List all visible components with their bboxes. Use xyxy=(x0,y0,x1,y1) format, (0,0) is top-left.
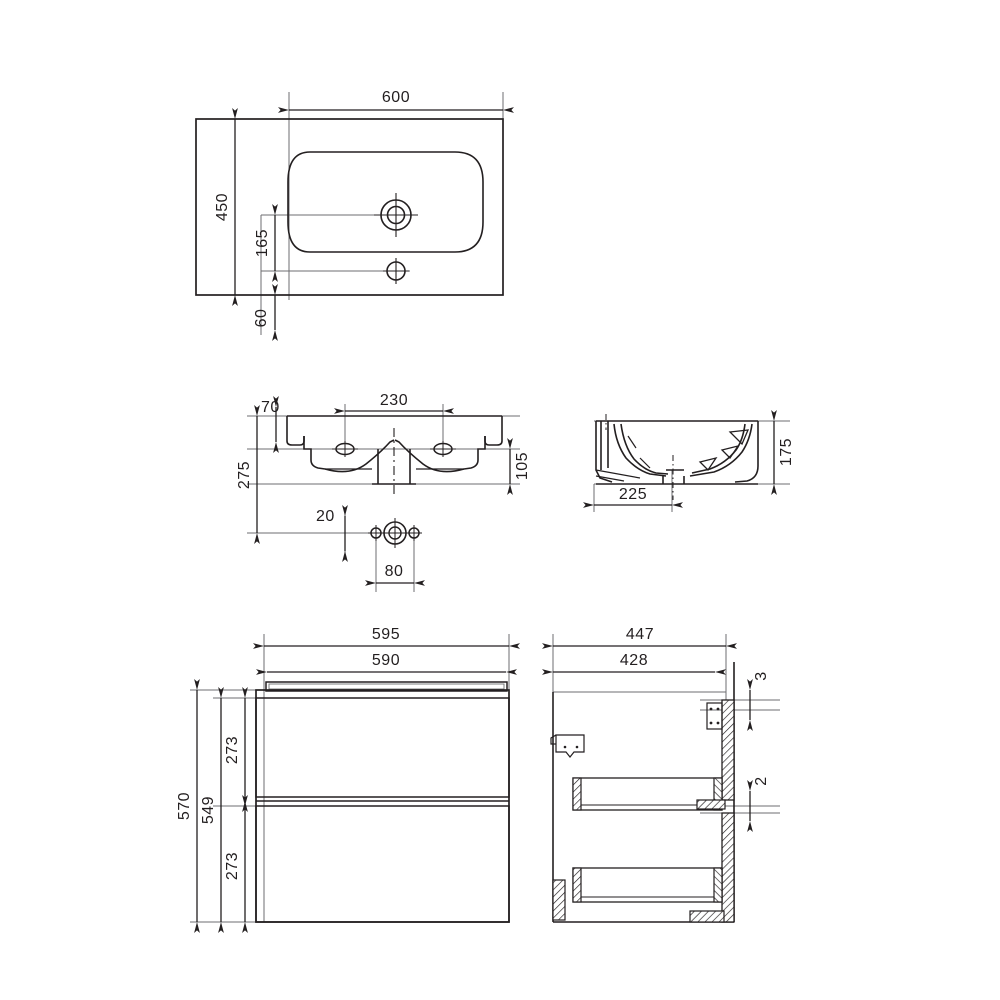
dimension-273-lower: 273 xyxy=(224,795,248,933)
dimension-3-label: 3 xyxy=(753,671,770,680)
dimension-70: 70 xyxy=(261,396,280,453)
front-panel-lower xyxy=(721,812,735,923)
dimension-230: 230 xyxy=(334,392,454,414)
dimension-165-label: 165 xyxy=(254,229,271,257)
drawer-box-lower xyxy=(572,867,723,903)
dimension-2: 2 xyxy=(747,776,770,832)
basin-outline-top xyxy=(195,118,504,296)
basin-front-profile xyxy=(286,415,503,485)
dimension-570-label: 570 xyxy=(176,792,193,820)
dimension-549: 549 xyxy=(200,687,224,933)
basin-bowl-outline xyxy=(287,151,484,253)
dimension-273-upper: 273 xyxy=(224,687,248,812)
dimension-273-upper-label: 273 xyxy=(224,736,241,764)
dimension-447: 447 xyxy=(542,626,737,649)
tap-hole-top xyxy=(374,193,418,237)
dimension-600: 600 xyxy=(278,89,514,113)
front-panel-upper xyxy=(721,699,735,801)
dimension-175: 175 xyxy=(771,410,795,495)
wall-hanger-icon xyxy=(550,734,585,758)
dimension-447-label: 447 xyxy=(626,626,654,643)
dimension-3: 3 xyxy=(747,671,770,731)
dimension-70-label: 70 xyxy=(261,399,280,416)
view-basin-top: 600 450 165 60 xyxy=(195,89,514,341)
dimension-165: 165 xyxy=(254,204,278,282)
rear-foot xyxy=(552,879,566,921)
view-cabinet-side-section: 447 428 3 2 xyxy=(542,626,780,923)
dimension-595-label: 595 xyxy=(372,626,400,643)
dimension-275: 275 xyxy=(236,405,260,544)
dimension-428-label: 428 xyxy=(620,652,648,669)
view-cabinet-front: 595 590 570 549 273 273 xyxy=(176,626,520,933)
fixing-hole-right xyxy=(406,525,422,541)
drawer-box-upper xyxy=(572,777,723,811)
dimension-549-label: 549 xyxy=(200,796,217,824)
dimension-105: 105 xyxy=(507,438,531,495)
drawer-front-lower xyxy=(255,805,510,923)
dimension-105-label: 105 xyxy=(514,452,531,480)
dimension-275-label: 275 xyxy=(236,461,253,489)
dimension-230-label: 230 xyxy=(380,392,408,409)
cabinet-top-strip xyxy=(265,681,508,692)
dimension-273-lower-label: 273 xyxy=(224,852,241,880)
bracket-hole-right xyxy=(430,441,456,457)
dimension-20: 20 xyxy=(316,505,348,562)
basin-section-outline xyxy=(595,420,759,485)
overflow-hole-top xyxy=(383,258,409,284)
dimension-590: 590 xyxy=(256,652,517,675)
dimension-595: 595 xyxy=(253,626,520,649)
front-plinth xyxy=(689,910,725,923)
dimension-450: 450 xyxy=(214,108,238,306)
dimension-450-label: 450 xyxy=(214,193,231,221)
drawer-front-upper xyxy=(255,697,510,798)
dimension-175-label: 175 xyxy=(778,438,795,466)
dimension-590-label: 590 xyxy=(372,652,400,669)
dimension-2-label: 2 xyxy=(753,776,770,785)
dimension-570: 570 xyxy=(176,679,200,933)
dimension-600-label: 600 xyxy=(382,89,410,106)
dimension-60: 60 xyxy=(253,284,278,341)
dimension-428: 428 xyxy=(542,652,726,675)
dimension-80: 80 xyxy=(365,563,425,586)
view-basin-side-section: 175 225 xyxy=(583,410,795,512)
dimension-60-label: 60 xyxy=(253,309,270,328)
mid-rail xyxy=(696,799,726,810)
dimension-225: 225 xyxy=(583,486,683,508)
section-centre-lines xyxy=(605,414,674,500)
view-basin-front: 70 230 275 105 20 80 xyxy=(236,392,531,592)
dimension-20-label: 20 xyxy=(316,508,335,525)
wall-bracket-icon xyxy=(706,702,723,730)
dimension-225-label: 225 xyxy=(619,486,647,503)
bracket-hole-left xyxy=(332,441,358,457)
dimension-80-label: 80 xyxy=(385,563,404,580)
